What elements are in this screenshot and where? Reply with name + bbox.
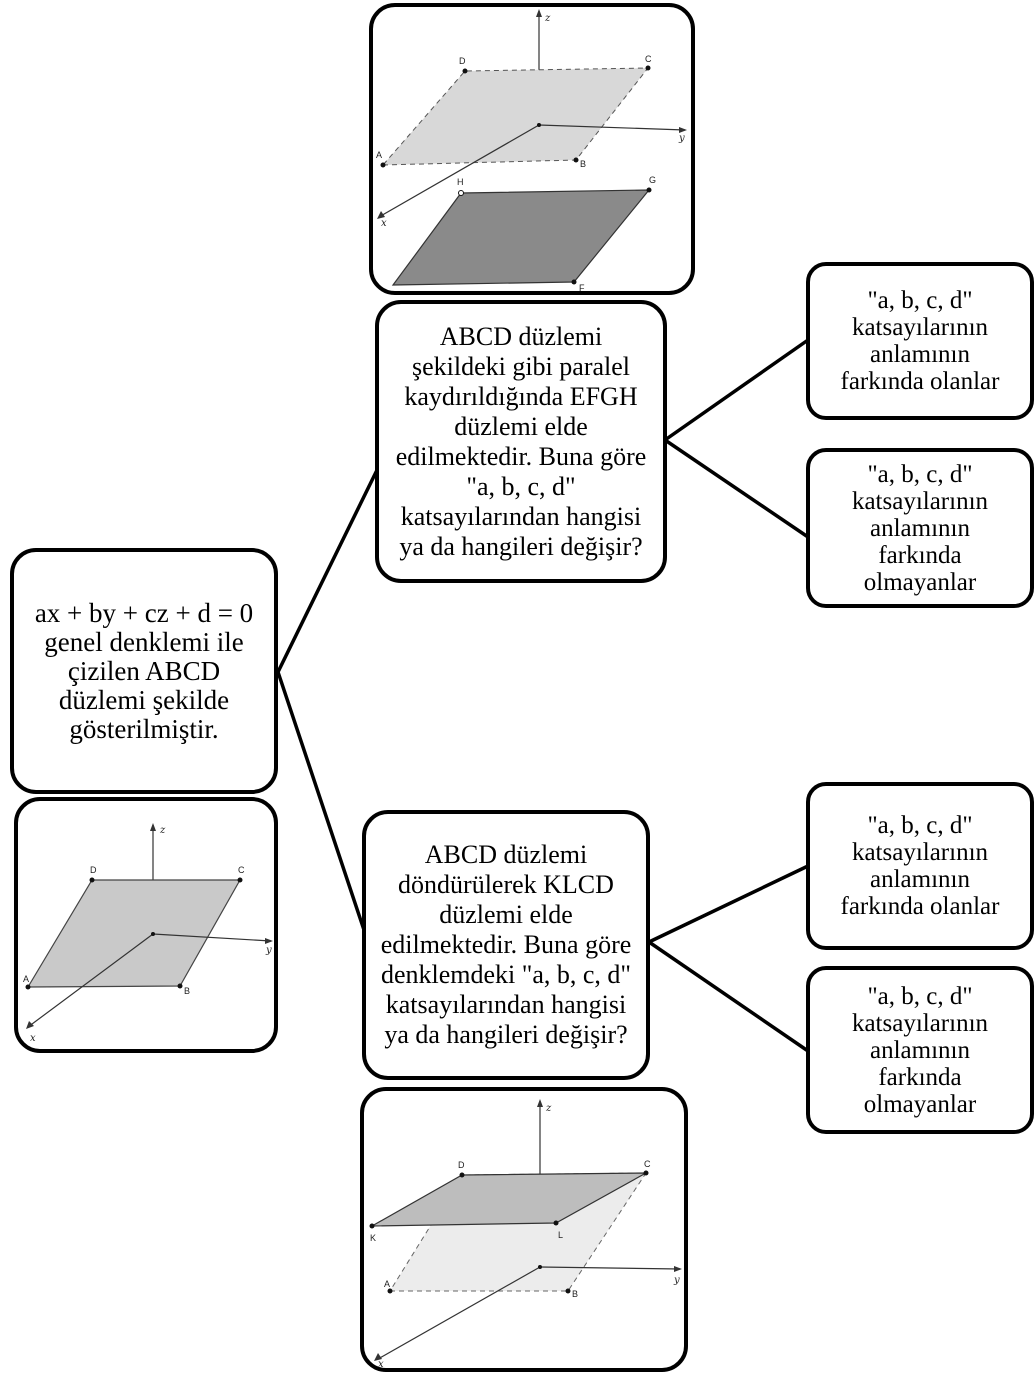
plane-abcd-base [26, 879, 242, 988]
question-translation-box: ABCD düzlemi şekildeki gibi paralel kayd… [375, 300, 667, 583]
point-g-label: G [649, 175, 656, 185]
connector-root-q1 [276, 467, 380, 673]
question-rotation-box: ABCD düzlemi döndürülerek KLCD düzlemi e… [362, 810, 650, 1080]
point-f-label: F [579, 283, 585, 291]
z-axis-label-base: z [159, 825, 166, 836]
point-d-label: D [459, 56, 466, 66]
leaf-translation-aware-text: "a, b, c, d" katsayılarının anlamının fa… [840, 287, 1000, 395]
connector-q2-aware [648, 864, 809, 944]
question-rotation-text: ABCD düzlemi döndürülerek KLCD düzlemi e… [380, 840, 632, 1049]
connector-q2-unaware [648, 940, 809, 1053]
connector-q1-unaware [664, 438, 809, 539]
plane-efgh [391, 189, 651, 286]
leaf-translation-aware: "a, b, c, d" katsayılarının anlamının fa… [806, 262, 1034, 420]
question-translation-text: ABCD düzlemi şekildeki gibi paralel kayd… [395, 321, 647, 561]
rot-point-a-label: A [384, 1279, 390, 1289]
plane-abcd [381, 67, 650, 166]
y-axis-label-base: y [265, 945, 272, 956]
x-axis-label-base: x [30, 1033, 36, 1044]
connector-q1-aware [663, 338, 810, 442]
point-c-label: C [645, 54, 652, 64]
rot-point-l-label: L [558, 1230, 563, 1240]
point-a-label: A [376, 150, 382, 160]
leaf-rotation-unaware-text: "a, b, c, d" katsayılarının anlamının fa… [851, 982, 989, 1118]
y-axis-label-rot: y [673, 1275, 680, 1286]
rot-point-c-label: C [644, 1159, 651, 1169]
figure-base-plane: z y x A B C D [14, 797, 278, 1053]
rot-point-b-label: B [572, 1289, 578, 1299]
base-point-b-label: B [184, 986, 190, 996]
leaf-translation-unaware: "a, b, c, d" katsayılarının anlamının fa… [806, 448, 1034, 608]
figure-translated-planes: z y x A B C D F G H [369, 3, 695, 295]
base-point-a-label: A [23, 974, 29, 984]
x-axis-label-rot: x [378, 1359, 384, 1368]
base-point-c-label: C [238, 865, 245, 875]
leaf-translation-unaware-text: "a, b, c, d" katsayılarının anlamının fa… [851, 460, 989, 596]
z-axis-label-rot: z [545, 1103, 552, 1114]
leaf-rotation-aware-text: "a, b, c, d" katsayılarının anlamının fa… [840, 812, 1000, 920]
root-box: ax + by + cz + d = 0 genel denklemi ile … [10, 548, 278, 794]
z-axis-label: z [544, 13, 551, 24]
point-h-label: H [457, 177, 464, 187]
leaf-rotation-unaware: "a, b, c, d" katsayılarının anlamının fa… [806, 966, 1034, 1134]
leaf-rotation-aware: "a, b, c, d" katsayılarının anlamının fa… [806, 782, 1034, 950]
rot-point-k-label: K [370, 1233, 376, 1243]
connector-root-q2 [276, 671, 366, 931]
root-text: ax + by + cz + d = 0 genel denklemi ile … [34, 597, 254, 744]
y-axis-label: y [678, 133, 685, 144]
figure-rotated-plane: z y x A B C D K L [360, 1087, 688, 1372]
point-b-label: B [580, 159, 586, 169]
base-point-d-label: D [90, 865, 97, 875]
rot-point-d-label: D [458, 1160, 465, 1170]
x-axis-label: x [381, 218, 387, 229]
